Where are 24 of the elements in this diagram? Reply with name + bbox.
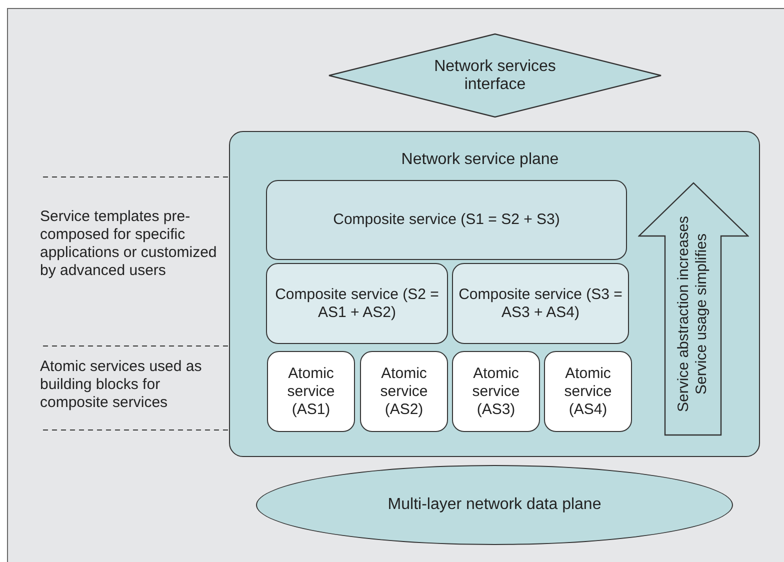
- service-label: Atomic service (AS3): [471, 364, 521, 418]
- service-label: Atomic service (AS4): [563, 364, 613, 418]
- interface-diamond: [328, 33, 662, 118]
- service-label: Composite service (S2 = AS1 + AS2): [274, 286, 440, 322]
- service-label: Composite service (S1 = S2 + S3): [333, 211, 560, 229]
- atomic-service-box: [360, 351, 448, 432]
- arrow-label: Service abstraction increases: [675, 216, 693, 412]
- block-arrow: [638, 182, 749, 436]
- atomic-service-box: [544, 351, 632, 432]
- annotation-text: Atomic services used as building blocks for composite services: [40, 358, 203, 412]
- arrow-label: Service usage simplifies: [693, 234, 711, 394]
- atomic-service-box: [452, 351, 540, 432]
- composite-service-box: [452, 263, 629, 344]
- service-label: Atomic service (AS1): [286, 364, 336, 418]
- composite-service-box: [266, 263, 448, 344]
- atomic-service-box: [267, 351, 355, 432]
- service-label: Atomic service (AS2): [379, 364, 429, 418]
- interface-label: Network services interface: [433, 58, 557, 94]
- annotation-text: Service templates pre-composed for specific applications or customized by advanced users: [40, 208, 218, 280]
- data-plane-label: Multi-layer network data plane: [388, 495, 602, 515]
- service-label: Composite service (S3 = AS3 + AS4): [458, 286, 624, 322]
- composite-service-box: [266, 180, 627, 260]
- plane-title: Network service plane: [400, 150, 560, 170]
- service-plane-panel: [229, 131, 760, 457]
